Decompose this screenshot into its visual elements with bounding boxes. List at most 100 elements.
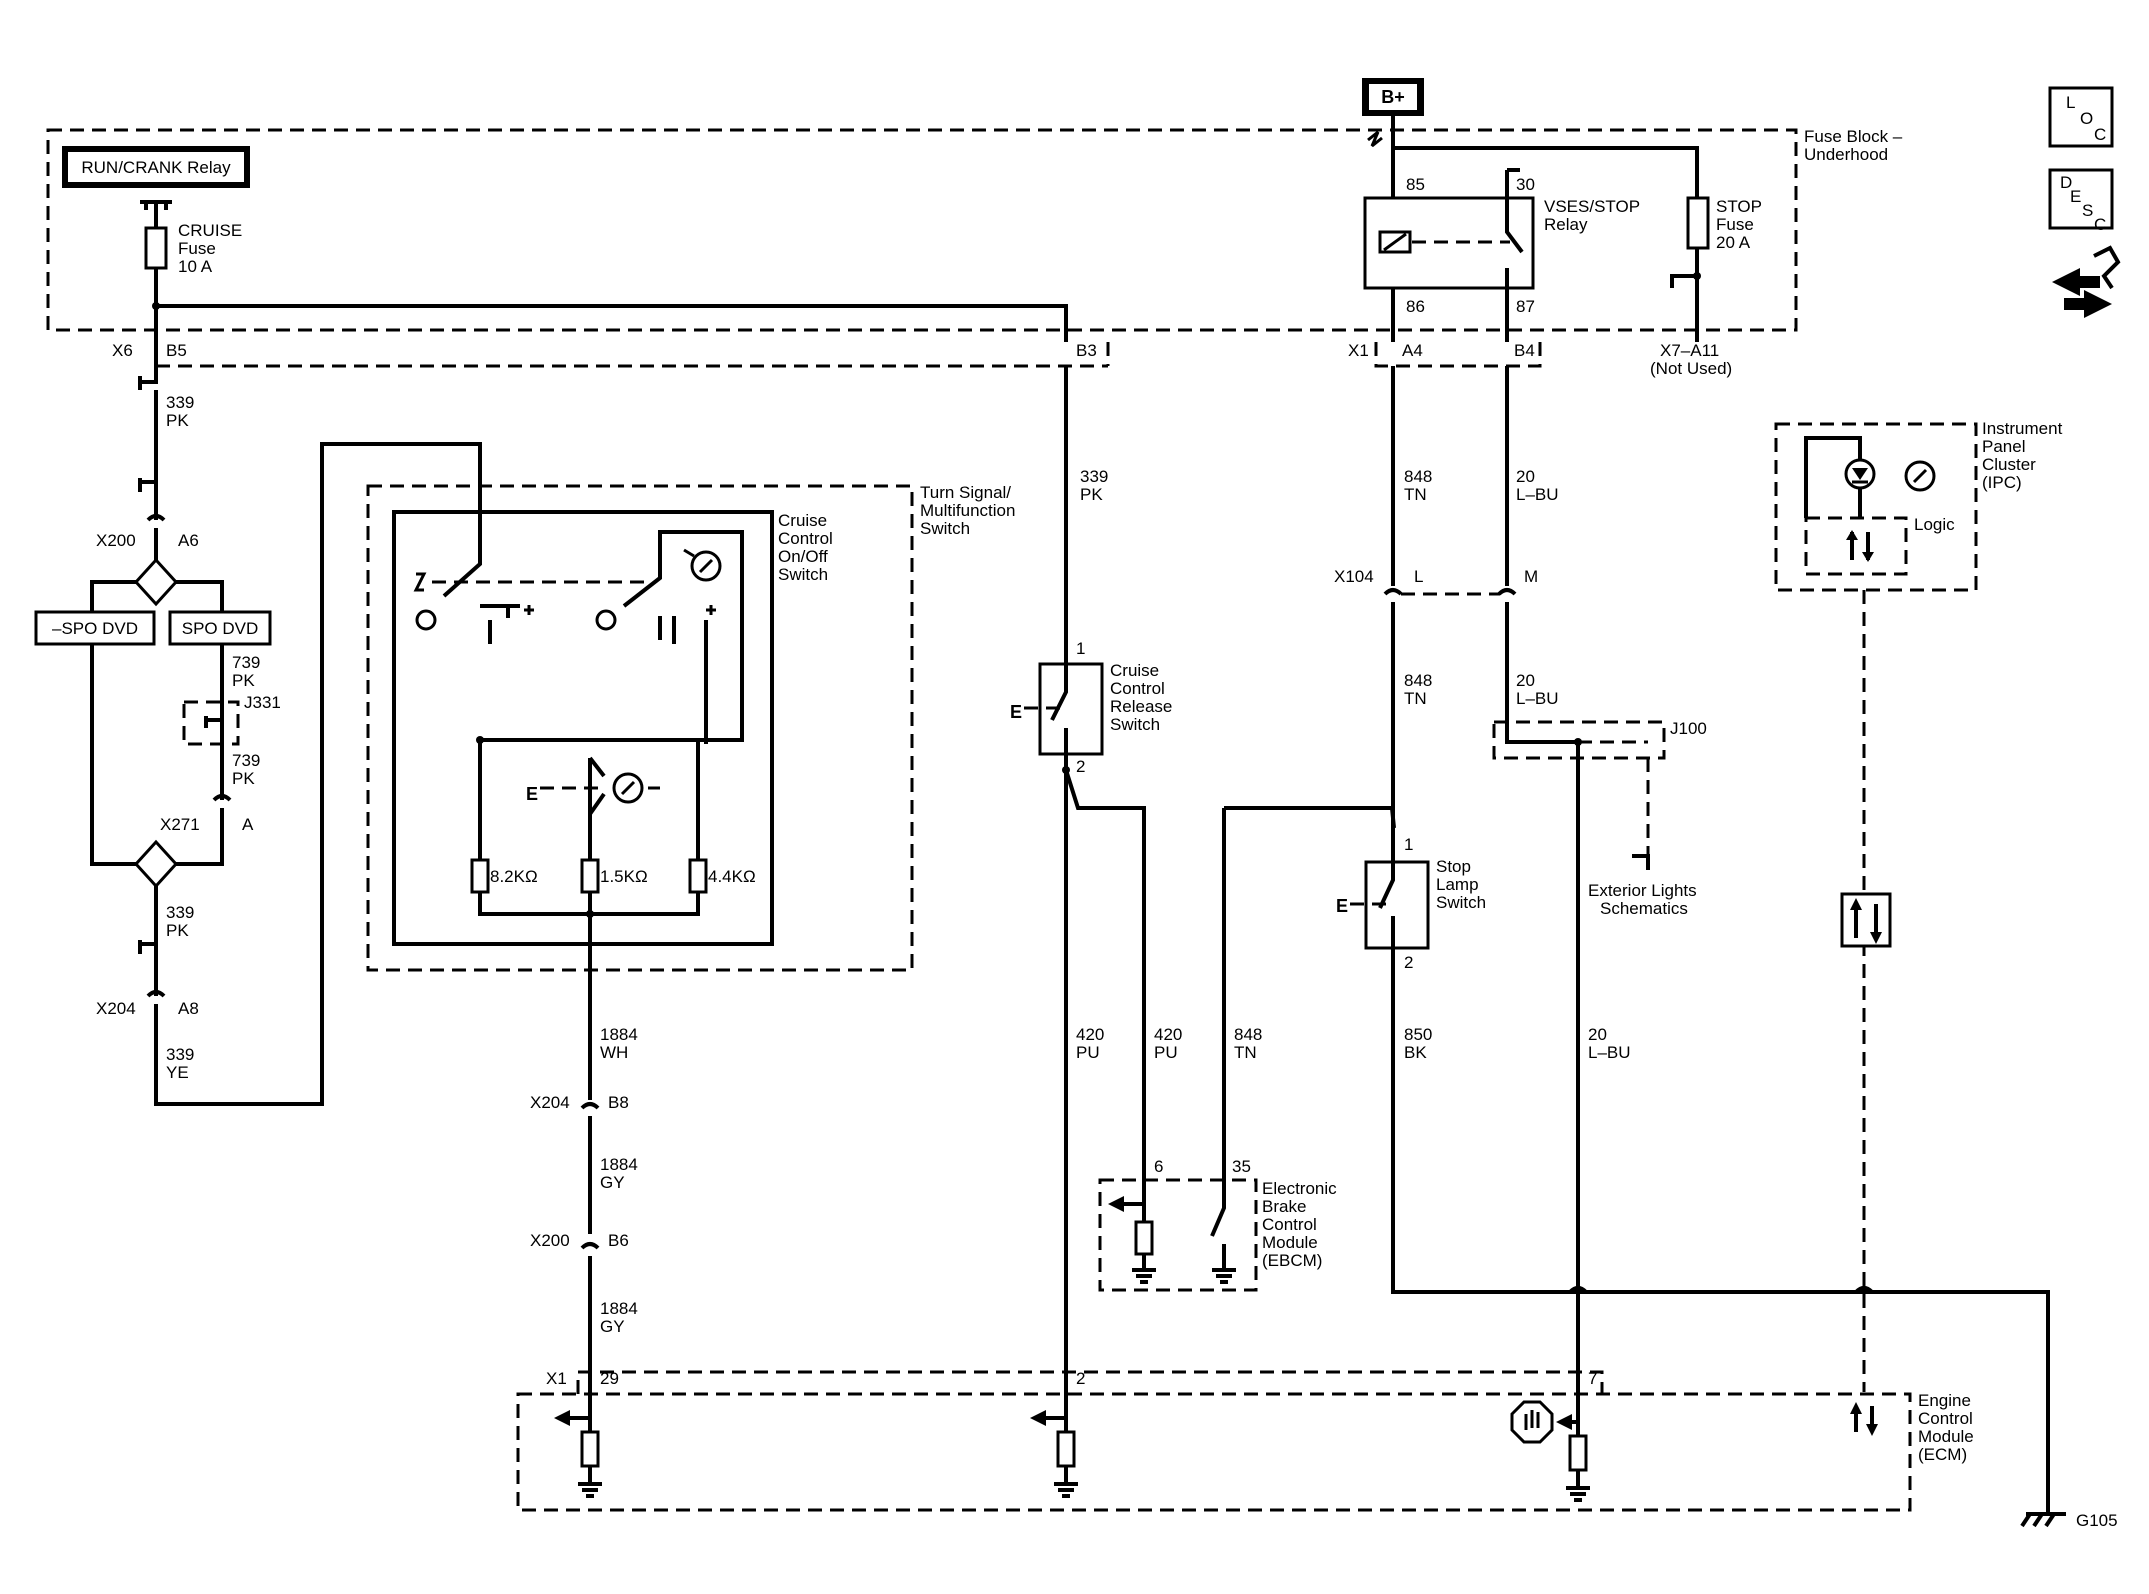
connector-x204-b8: X204 bbox=[530, 1093, 570, 1112]
wire-848-tn-a-color: TN bbox=[1404, 485, 1427, 504]
resistor-4-4k bbox=[688, 858, 708, 894]
switch-e-symbol: E bbox=[526, 784, 538, 804]
wire-848-tn-b-color: TN bbox=[1404, 689, 1427, 708]
exterior-lights-link-2[interactable]: Schematics bbox=[1600, 899, 1688, 918]
exterior-lights-link[interactable]: Exterior Lights bbox=[1588, 881, 1697, 900]
turn-signal-title-2: Multifunction bbox=[920, 501, 1015, 520]
serial-data-arrow-ecm-icon bbox=[1850, 1402, 1878, 1436]
pin-a4: A4 bbox=[1402, 341, 1423, 360]
fuse-block-title: Fuse Block – bbox=[1804, 127, 1903, 146]
pin-b6: B6 bbox=[608, 1231, 629, 1250]
wire-850-bk: 850 bbox=[1404, 1025, 1432, 1044]
wire-420-pu-b-color: PU bbox=[1154, 1043, 1178, 1062]
x7-a11-label: X7–A11 bbox=[1660, 341, 1719, 360]
ebcm-pin-6: 6 bbox=[1154, 1157, 1163, 1176]
desc-icon[interactable]: D E S C bbox=[2048, 168, 2114, 234]
speedometer-icon-2 bbox=[612, 772, 660, 804]
svg-text:L: L bbox=[2066, 93, 2075, 112]
stop-lamp-pin-1: 1 bbox=[1404, 835, 1413, 854]
svg-text:E: E bbox=[2070, 187, 2081, 206]
release-pin-2: 2 bbox=[1076, 757, 1085, 776]
connector-x1-top: X1 bbox=[1348, 341, 1369, 360]
pin-a6: A6 bbox=[178, 531, 199, 550]
resistor-8-2k-label: 8.2KΩ bbox=[490, 867, 538, 886]
resistor-1-5k bbox=[580, 858, 600, 894]
pin-a8: A8 bbox=[178, 999, 199, 1018]
svg-text:SPO DVD: SPO DVD bbox=[182, 619, 259, 638]
spo-neg-dvd-tag: –SPO DVD bbox=[34, 610, 156, 646]
ground-g105-icon bbox=[2020, 1494, 2066, 1528]
svg-text:C: C bbox=[2094, 215, 2106, 234]
wire-20-lbu-b: 20 bbox=[1516, 671, 1535, 690]
stop-lamp-pin-2: 2 bbox=[1404, 953, 1413, 972]
stop-hand-icon bbox=[1510, 1400, 1554, 1444]
ipc-outline bbox=[1774, 422, 1978, 592]
wire-20-lbu-c-color: L–BU bbox=[1588, 1043, 1631, 1062]
fuse-block-title-2: Underhood bbox=[1804, 145, 1888, 164]
turn-signal-title: Turn Signal/ bbox=[920, 483, 1011, 502]
stop-fuse-icon bbox=[1686, 196, 1710, 250]
wire-20-lbu-a: 20 bbox=[1516, 467, 1535, 486]
stop-lamp-e-symbol: E bbox=[1336, 896, 1348, 916]
relay-pin-85: 85 bbox=[1406, 175, 1425, 194]
power-source-b-plus: B+ bbox=[1362, 78, 1424, 116]
release-e-symbol: E bbox=[1010, 702, 1022, 722]
pin-x104-m: M bbox=[1524, 567, 1538, 586]
indicator-lamp-icon bbox=[1844, 458, 1876, 490]
ebcm-label-3: Control bbox=[1262, 1215, 1317, 1234]
svg-text:D: D bbox=[2060, 173, 2072, 192]
wire-1884-gy-b: 1884 bbox=[600, 1299, 638, 1318]
onoff-label-4: Switch bbox=[778, 565, 828, 584]
cruise-fuse-label-2: Fuse bbox=[178, 239, 216, 258]
ecm-label-2: Control bbox=[1918, 1409, 1973, 1428]
loc-icon[interactable]: L O C bbox=[2048, 86, 2114, 148]
stop-lamp-label-3: Switch bbox=[1436, 893, 1486, 912]
cruise-release-switch bbox=[1038, 662, 1104, 756]
stop-fuse-label-2: Fuse bbox=[1716, 215, 1754, 234]
stop-fuse-label: STOP bbox=[1716, 197, 1762, 216]
wire-848-tn-b: 848 bbox=[1404, 671, 1432, 690]
splice-diamond-top bbox=[133, 557, 179, 607]
wire-848-tn-c-color: TN bbox=[1234, 1043, 1257, 1062]
wire-339-pk-top: 339 bbox=[166, 393, 194, 412]
cruise-onoff-switch-box bbox=[392, 510, 774, 946]
svg-text:–SPO DVD: –SPO DVD bbox=[52, 619, 138, 638]
wire-339-pk-right-color: PK bbox=[1080, 485, 1103, 504]
connector-x204-a8: X204 bbox=[96, 999, 136, 1018]
wire-739-pk-a-color: PK bbox=[232, 671, 255, 690]
pin-x271-a: A bbox=[242, 815, 254, 834]
connector-x271: X271 bbox=[160, 815, 200, 834]
wire-20-lbu-b-color: L–BU bbox=[1516, 689, 1559, 708]
wire-339-ye: 339 bbox=[166, 1045, 194, 1064]
ecm-resistor-29 bbox=[580, 1430, 600, 1468]
ebcm-label-4: Module bbox=[1262, 1233, 1318, 1252]
wire-1884-wh-color: WH bbox=[600, 1043, 628, 1062]
wire-1884-gy-a-color: GY bbox=[600, 1173, 625, 1192]
ipc-label-3: Cluster bbox=[1982, 455, 2036, 474]
onoff-label-2: Control bbox=[778, 529, 833, 548]
wire-848-tn-c: 848 bbox=[1234, 1025, 1262, 1044]
splice-diamond-bottom bbox=[133, 839, 179, 889]
ebcm-label-5: (EBCM) bbox=[1262, 1251, 1322, 1270]
connector-x1-bottom: X1 bbox=[546, 1369, 567, 1388]
stop-fuse-label-3: 20 A bbox=[1716, 233, 1751, 252]
arrows-hand-icon[interactable] bbox=[2052, 245, 2121, 318]
x7-not-used: (Not Used) bbox=[1650, 359, 1732, 378]
run-crank-relay: RUN/CRANK Relay bbox=[62, 146, 250, 188]
relay-label-2: Relay bbox=[1544, 215, 1588, 234]
stop-lamp-label: Stop bbox=[1436, 857, 1471, 876]
resistor-4-4k-label: 4.4KΩ bbox=[708, 867, 756, 886]
speedometer-icon-ipc bbox=[1904, 460, 1936, 492]
switch-contact-left bbox=[415, 609, 437, 631]
ecm-label: Engine bbox=[1918, 1391, 1971, 1410]
ecm-label-4: (ECM) bbox=[1918, 1445, 1967, 1464]
serial-data-arrow-icon bbox=[1840, 892, 1892, 948]
ipc-logic-label: Logic bbox=[1914, 515, 1955, 534]
j100-label: J100 bbox=[1670, 719, 1707, 738]
bidirectional-arrow-icon bbox=[1846, 530, 1874, 562]
ipc-label-4: (IPC) bbox=[1982, 473, 2022, 492]
pin-b3: B3 bbox=[1076, 341, 1097, 360]
ebcm-label: Electronic bbox=[1262, 1179, 1337, 1198]
connector-x200-a6: X200 bbox=[96, 531, 136, 550]
